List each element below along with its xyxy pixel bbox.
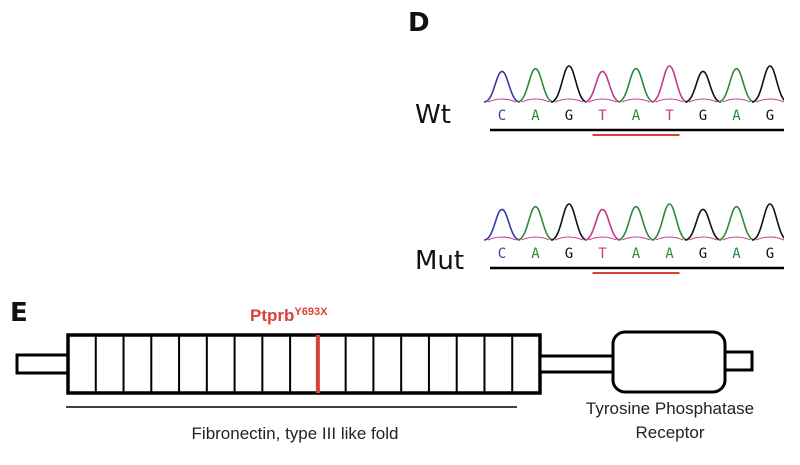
mutation-gene-name: Ptprb <box>250 306 295 325</box>
chromatogram-peak <box>517 205 554 241</box>
chromatogram-noise <box>755 236 784 241</box>
phosphatase-caption-line1: Tyrosine Phosphatase <box>585 399 755 418</box>
chromatogram-noise <box>487 98 517 103</box>
chromatogram-peak <box>550 203 588 241</box>
chromatogram-peak <box>550 65 588 103</box>
mut-row-label: Mut <box>415 246 465 276</box>
sequence-base: C <box>498 108 506 124</box>
chromatogram-peak <box>484 208 521 241</box>
c-terminal-stub <box>723 350 754 372</box>
fn3-caption: Fibronectin, type III like fold <box>191 424 399 443</box>
chromatogram-peak <box>751 203 784 241</box>
chromatogram-peak <box>651 203 688 241</box>
protein-domain-diagram <box>15 330 754 408</box>
sequence-base: G <box>766 246 774 262</box>
chromatogram-noise <box>521 236 550 241</box>
sequence-base: G <box>699 108 707 124</box>
sequence-base: C <box>498 246 506 262</box>
chromatogram-noise <box>588 236 617 241</box>
chromatogram-noise <box>755 98 784 103</box>
sequence-base: T <box>665 108 674 124</box>
sequence-base: G <box>699 246 707 262</box>
sequence-base: A <box>665 246 674 262</box>
linker-segment <box>538 354 617 374</box>
chromatogram-peak <box>517 67 554 103</box>
chromatogram-noise <box>588 98 617 103</box>
sequence-base: A <box>531 246 540 262</box>
panel-d-label: D <box>408 8 430 38</box>
n-terminal-stub <box>15 353 70 375</box>
chromatogram-noise <box>621 236 651 241</box>
chromatogram-peak <box>751 65 784 103</box>
chromatogram-peak <box>584 70 621 103</box>
sequence-base: G <box>766 108 774 124</box>
chromatogram-peak <box>684 208 722 241</box>
chromatogram-noise <box>554 236 584 241</box>
chromatogram-peak <box>584 208 621 241</box>
chromatogram-peak <box>718 205 755 241</box>
chromatogram-noise <box>655 98 684 103</box>
chromatogram-peak <box>684 70 722 103</box>
chromatogram-peak <box>484 70 521 103</box>
sequence-base: G <box>565 108 573 124</box>
chromatogram-noise <box>487 236 517 241</box>
mutation-label: PtprbY693X <box>250 306 327 326</box>
chromatogram-noise <box>621 98 651 103</box>
chromatogram-noise <box>655 236 684 241</box>
chromatogram-peak <box>651 65 688 103</box>
chromatogram-noise <box>688 98 718 103</box>
sequence-base: T <box>598 108 607 124</box>
chromatogram-peak <box>617 205 655 241</box>
chromatogram-peak <box>718 67 755 103</box>
chromatogram-noise <box>722 98 751 103</box>
fn3-domain-block <box>66 333 542 395</box>
sequence-base: G <box>565 246 573 262</box>
chromatogram-noise <box>722 236 751 241</box>
phosphatase-domain-box <box>611 330 727 394</box>
sequence-base: T <box>598 246 607 262</box>
chromatogram-noise <box>688 236 718 241</box>
chromatogram-noise <box>521 98 550 103</box>
sequence-base: A <box>531 108 540 124</box>
mutation-superscript: Y693X <box>294 306 328 318</box>
sequence-base: A <box>632 108 641 124</box>
panel-e-label: E <box>10 298 28 328</box>
chromatogram-noise <box>554 98 584 103</box>
sequence-base: A <box>732 108 741 124</box>
phosphatase-caption-line2: Receptor <box>635 423 705 442</box>
sequence-base: A <box>732 246 741 262</box>
wt-row-label: Wt <box>415 100 451 130</box>
chromatogram-peak <box>617 67 655 103</box>
sequence-base: A <box>632 246 641 262</box>
